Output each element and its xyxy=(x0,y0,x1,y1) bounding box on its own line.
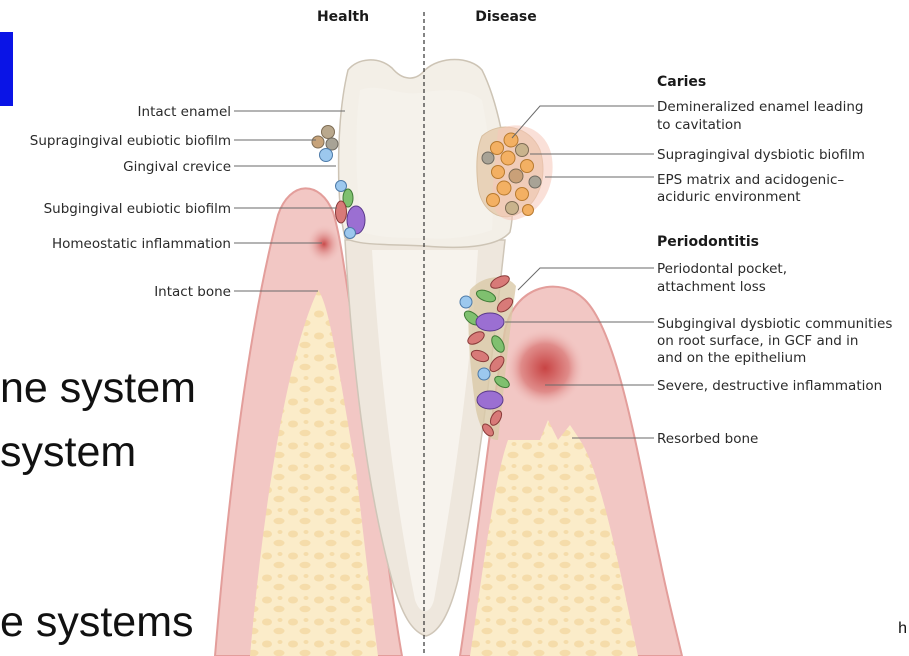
label-homeostatic-inflammation: Homeostatic inflammation xyxy=(52,236,231,252)
homeostatic-inflammation xyxy=(306,224,342,264)
tooth-crown-dentin xyxy=(356,88,493,239)
label-intact-bone: Intact bone xyxy=(154,284,231,300)
label-resorbed-bone: Resorbed bone xyxy=(657,431,758,447)
label-subgingival-dysbiotic-3: and on the epithelium xyxy=(657,350,806,366)
slide-corner-text: h xyxy=(898,620,907,638)
label-periodontal-pocket-2: attachment loss xyxy=(657,279,766,295)
label-subgingival-eubiotic-biofilm: Subgingival eubiotic biofilm xyxy=(44,201,231,217)
caries-title: Caries xyxy=(657,74,706,90)
slide-text-line-2: system xyxy=(0,428,136,477)
severe-inflammation xyxy=(505,328,585,408)
slide-text-line-3: e systems xyxy=(0,598,194,647)
header-disease: Disease xyxy=(475,9,537,25)
label-periodontal-pocket-1: Periodontal pocket, xyxy=(657,261,787,277)
label-demineralized-enamel-1: Demineralized enamel leading xyxy=(657,99,863,115)
slide-text-line-1: ne system xyxy=(0,364,196,413)
label-severe-inflammation: Severe, destructive inflammation xyxy=(657,378,882,394)
label-subgingival-dysbiotic-2: on root surface, in GCF and in xyxy=(657,333,858,349)
label-supragingival-eubiotic-biofilm: Supragingival eubiotic biofilm xyxy=(30,133,231,149)
label-eps-matrix-1: EPS matrix and acidogenic– xyxy=(657,172,844,188)
header-health: Health xyxy=(317,9,369,25)
label-subgingival-dysbiotic-1: Subgingival dysbiotic communities xyxy=(657,316,892,332)
label-eps-matrix-2: aciduric environment xyxy=(657,189,801,205)
label-demineralized-enamel-2: to cavitation xyxy=(657,117,742,133)
label-supragingival-dysbiotic-biofilm: Supragingival dysbiotic biofilm xyxy=(657,147,865,163)
periodontitis-title: Periodontitis xyxy=(657,234,759,250)
supragingival-eubiotic-biofilm xyxy=(312,126,338,162)
label-gingival-crevice: Gingival crevice xyxy=(123,159,231,175)
label-intact-enamel: Intact enamel xyxy=(138,104,231,120)
